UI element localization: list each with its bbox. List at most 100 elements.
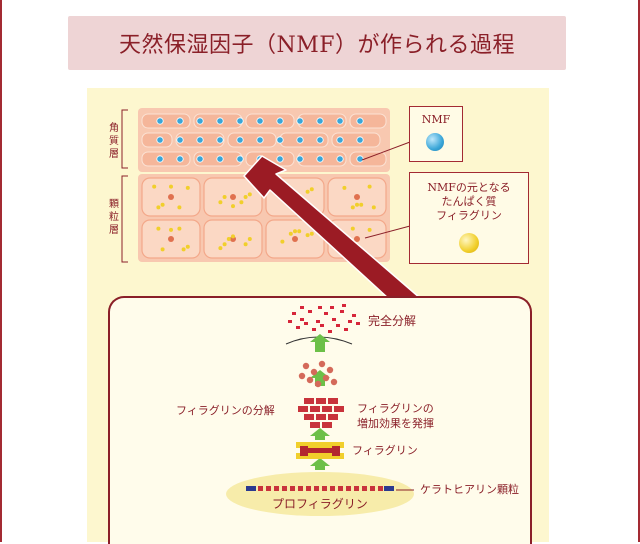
chain-unit [306, 486, 311, 491]
filaggrin-dot [169, 227, 173, 232]
chain-unit [338, 486, 343, 491]
filaggrin-dot [350, 226, 355, 231]
amino-acid-dot [356, 322, 360, 325]
amino-acid-dot [296, 326, 300, 329]
profilaggrin-chain [246, 486, 394, 491]
chain-unit [266, 486, 271, 491]
filaggrin-fragment [334, 406, 344, 412]
filaggrin-dot [156, 205, 161, 210]
filaggrin-dot [239, 200, 244, 205]
chain-unit [354, 486, 359, 491]
amino-acid-dot [316, 320, 320, 323]
complete-decomposition-label: 完全分解 [368, 314, 417, 328]
filaggrin-dot [218, 246, 223, 251]
corneum-cell [141, 151, 191, 167]
amino-acid-dot [352, 314, 356, 317]
filaggrin-legend-dot [459, 233, 479, 253]
nmf-dot [276, 136, 284, 144]
keratohyalin-label: ケラトヒアリン顆粒 [420, 483, 519, 496]
filaggrin-fragment [316, 398, 326, 404]
peptide-dot [330, 378, 338, 386]
nmf-dot [256, 136, 264, 144]
peptide-dot [302, 362, 310, 370]
nmf-dot [316, 117, 324, 125]
filaggrin-dot [160, 202, 165, 207]
nmf-pointer-line [361, 141, 411, 161]
nmf-dot [356, 136, 364, 144]
filaggrin-dot [297, 229, 302, 234]
filaggrin-fragment [304, 414, 314, 420]
nmf-dot [356, 155, 364, 163]
filaggrin-dot [243, 195, 248, 199]
profilaggrin-label: プロフィラグリン [272, 497, 368, 511]
nmf-dot [196, 155, 204, 163]
chain-unit [378, 486, 383, 491]
peptide-dot [318, 360, 326, 368]
amino-acid-dot [292, 312, 296, 315]
nmf-dot [236, 155, 244, 163]
amino-acid-dot [328, 330, 332, 333]
amino-acid-dot [318, 306, 322, 309]
chain-unit [370, 486, 375, 491]
filaggrin-dot [367, 227, 372, 232]
filaggrin-dot [280, 239, 285, 244]
filaggrin-dot [156, 226, 161, 231]
filaggrin-dot [177, 226, 182, 231]
nmf-dot [296, 136, 304, 144]
nmf-dot [196, 136, 204, 144]
filaggrin-dot [288, 231, 293, 236]
filaggrin-legend-line3: フィラグリン [436, 209, 502, 222]
nmf-dot [236, 136, 244, 144]
filaggrin-boost-line1: フィラグリンの [357, 402, 434, 415]
filaggrin-dot [169, 184, 173, 189]
filaggrin-dot [305, 189, 310, 194]
chain-unit [330, 486, 335, 491]
filaggrin-dot [185, 244, 190, 249]
nmf-dot [356, 117, 364, 125]
chain-unit [290, 486, 295, 491]
peptide-dot [322, 374, 330, 382]
nmf-dot [176, 117, 184, 125]
amino-acid-dot [288, 320, 292, 323]
nmf-dot [336, 155, 344, 163]
filaggrin-dot [355, 202, 359, 207]
green-up-arrow [310, 458, 330, 470]
nmf-dot [256, 117, 264, 125]
filaggrin-dot [231, 204, 235, 209]
nmf-dot [156, 136, 164, 144]
corneum-cell [245, 113, 295, 129]
amino-acid-dot [330, 306, 334, 309]
filaggrin-dot [177, 205, 182, 210]
nmf-dot [236, 117, 244, 125]
filaggrin-dot [218, 200, 223, 205]
filaggrin-legend-line1: NMFの元となる [427, 181, 511, 194]
amino-acid-dot [300, 306, 304, 309]
nmf-dot [276, 155, 284, 163]
filaggrin-fragment [310, 422, 320, 428]
filaggrin-dot [243, 242, 248, 247]
amino-acid-dot [300, 318, 304, 321]
nmf-dot [156, 117, 164, 125]
nmf-dot [176, 136, 184, 144]
nmf-dot [216, 136, 224, 144]
filaggrin-dot [226, 237, 231, 241]
decomposed-amino-acid-dots [288, 304, 360, 333]
filaggrin-dot [309, 231, 314, 236]
filaggrin-fragment [304, 398, 314, 404]
filaggrin-fragment [328, 398, 338, 404]
filaggrin-dot [293, 229, 297, 234]
filaggrin-decomposition-label: フィラグリンの分解 [176, 404, 275, 417]
filaggrin-dot [181, 247, 186, 252]
chain-unit [258, 486, 263, 491]
filaggrin-stack [296, 442, 344, 459]
nmf-dot [336, 117, 344, 125]
nmf-legend-label: NMF [421, 113, 451, 126]
filaggrin-fragment [316, 414, 326, 420]
chain-unit [298, 486, 303, 491]
cell-nucleus [168, 194, 174, 200]
filaggrin-dot [247, 192, 252, 197]
amino-acid-dot [342, 304, 346, 307]
stratum-corneum-label: 角質層 [109, 123, 119, 160]
